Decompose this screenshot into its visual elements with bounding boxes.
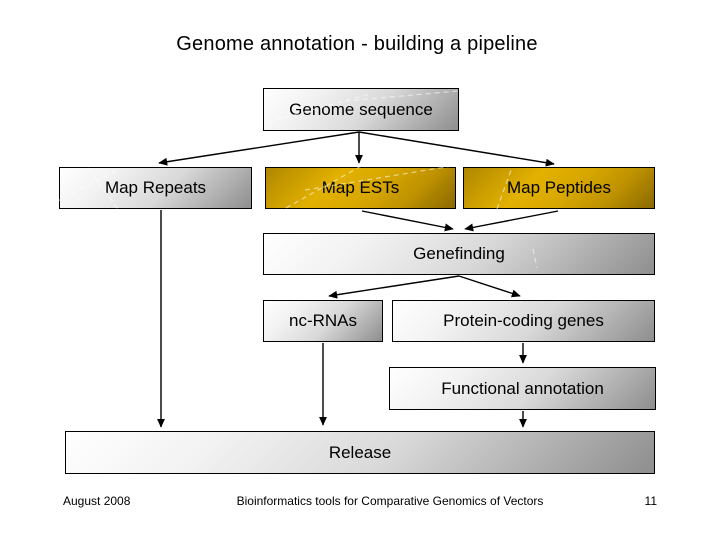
node-release: Release: [65, 431, 655, 474]
arrow-genome-to-peptides: [358, 131, 555, 167]
arrow-genome-to-repeats: [158, 131, 360, 166]
node-map-ests: Map ESTs: [265, 167, 456, 209]
slide-footer: August 2008 Bioinformatics tools for Com…: [63, 494, 657, 508]
footer-course: Bioinformatics tools for Comparative Gen…: [236, 494, 544, 508]
node-protein-coding-genes: Protein-coding genes: [392, 300, 655, 342]
node-genome-sequence: Genome sequence: [263, 88, 459, 131]
node-genefinding: Genefinding: [263, 233, 655, 275]
arrow-genefinding-to-proteins: [458, 275, 521, 298]
node-map-repeats: Map Repeats: [59, 167, 252, 209]
node-functional-annotation: Functional annotation: [389, 367, 656, 410]
arrow-genefinding-to-ncrnas: [328, 275, 460, 299]
node-nc-rnas: nc-RNAs: [263, 300, 383, 342]
footer-date: August 2008: [63, 494, 131, 508]
slide-title: Genome annotation - building a pipeline: [176, 33, 538, 55]
node-map-peptides: Map Peptides: [463, 167, 655, 209]
arrow-peptides-to-genefinding: [464, 210, 559, 232]
arrow-ests-to-genefinding: [361, 210, 454, 232]
footer-page-number: 11: [644, 494, 657, 508]
